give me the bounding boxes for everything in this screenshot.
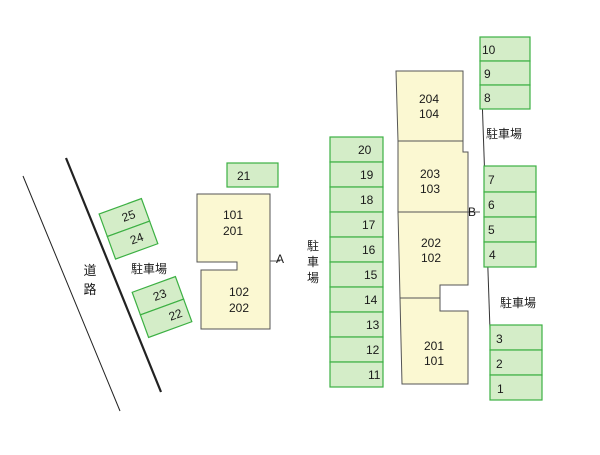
parking-column-1-3: 3 2 1 <box>489 324 543 401</box>
parking-space-15 <box>329 261 384 288</box>
parking-space-8 <box>479 84 531 110</box>
unit-101: 101 <box>223 208 243 222</box>
parking-number-15: 15 <box>364 268 378 282</box>
parking-space-13 <box>329 311 384 338</box>
parking-number-3: 3 <box>496 332 503 346</box>
parking-label-west: 駐車場 <box>131 261 167 276</box>
parking-space-22 <box>139 298 193 339</box>
parking-number-25: 25 <box>120 207 138 225</box>
parking-column-4-7: 7 6 5 4 <box>483 165 537 268</box>
parking-space-3 <box>489 324 543 351</box>
building-a-label: A <box>276 252 284 266</box>
parking-space-11 <box>329 361 384 388</box>
parking-space-1 <box>489 374 543 401</box>
unit-102: 102 <box>229 285 249 299</box>
parking-space-2 <box>489 349 543 376</box>
parking-number-19: 19 <box>360 168 374 182</box>
parking-number-11: 11 <box>368 368 381 382</box>
parking-column-11-20: 20 19 18 17 16 15 14 13 12 11 <box>329 136 384 388</box>
parking-number-22: 22 <box>167 306 185 324</box>
parking-number-18: 18 <box>360 193 374 207</box>
parking-space-17 <box>329 211 384 238</box>
parking-space-20 <box>329 136 384 163</box>
parking-number-8: 8 <box>484 91 491 105</box>
parking-number-1: 1 <box>497 382 504 396</box>
parking-label-center-char-1: 駐 <box>307 238 319 253</box>
road-label-char-1: 道 <box>83 263 96 278</box>
parking-space-10 <box>479 36 531 62</box>
building-b-block-201 <box>399 297 469 385</box>
parking-number-6: 6 <box>488 198 495 212</box>
parking-group-22-23: 23 22 <box>131 275 193 339</box>
parking-number-9: 9 <box>484 67 491 81</box>
parking-space-4 <box>483 241 537 268</box>
parking-label-center-char-3: 場 <box>307 271 319 285</box>
parking-space-21 <box>226 162 279 188</box>
unit-102-b: 102 <box>421 251 441 265</box>
parking-number-14: 14 <box>364 293 378 307</box>
parking-space-19 <box>329 161 384 188</box>
unit-104: 104 <box>419 107 439 121</box>
building-b-block-204 <box>395 70 464 142</box>
unit-201: 201 <box>223 224 243 238</box>
parking-space-5 <box>483 216 537 243</box>
parking-number-2: 2 <box>496 357 503 371</box>
unit-202-b: 202 <box>421 236 441 250</box>
parking-number-10: 10 <box>482 43 496 57</box>
unit-203: 203 <box>420 167 440 181</box>
parking-group-24-25: 25 24 <box>98 197 159 260</box>
parking-number-20: 20 <box>358 143 372 157</box>
parking-label-east-bottom: 駐車場 <box>500 295 536 310</box>
parking-space-18 <box>329 186 384 213</box>
unit-103: 103 <box>420 182 440 196</box>
road-edge-left <box>22 175 121 412</box>
parking-column-8-10: 10 9 8 <box>479 36 531 110</box>
parking-number-16: 16 <box>362 243 376 257</box>
parking-number-7: 7 <box>488 173 495 187</box>
road-edge-right <box>64 157 163 393</box>
parking-space-12 <box>329 336 384 363</box>
road-label-char-2: 路 <box>83 282 96 297</box>
parking-number-17: 17 <box>362 218 376 232</box>
building-a-outline <box>196 193 271 330</box>
parking-number-24: 24 <box>128 230 146 248</box>
unit-202: 202 <box>229 301 249 315</box>
parking-number-13: 13 <box>366 318 380 332</box>
parking-number-4: 4 <box>489 248 496 262</box>
parking-number-12: 12 <box>366 343 380 357</box>
parking-number-5: 5 <box>488 223 495 237</box>
parking-label-center-char-2: 車 <box>307 255 319 269</box>
parking-number-23: 23 <box>151 286 169 304</box>
parking-number-21: 21 <box>237 169 251 183</box>
building-b-label: B <box>468 205 476 219</box>
unit-201-b: 201 <box>424 339 444 353</box>
parking-space-24 <box>106 220 159 260</box>
unit-101-b: 101 <box>424 354 444 368</box>
unit-204: 204 <box>419 92 439 106</box>
parking-label-east-top: 駐車場 <box>486 126 522 141</box>
parking-space-9 <box>479 60 531 86</box>
